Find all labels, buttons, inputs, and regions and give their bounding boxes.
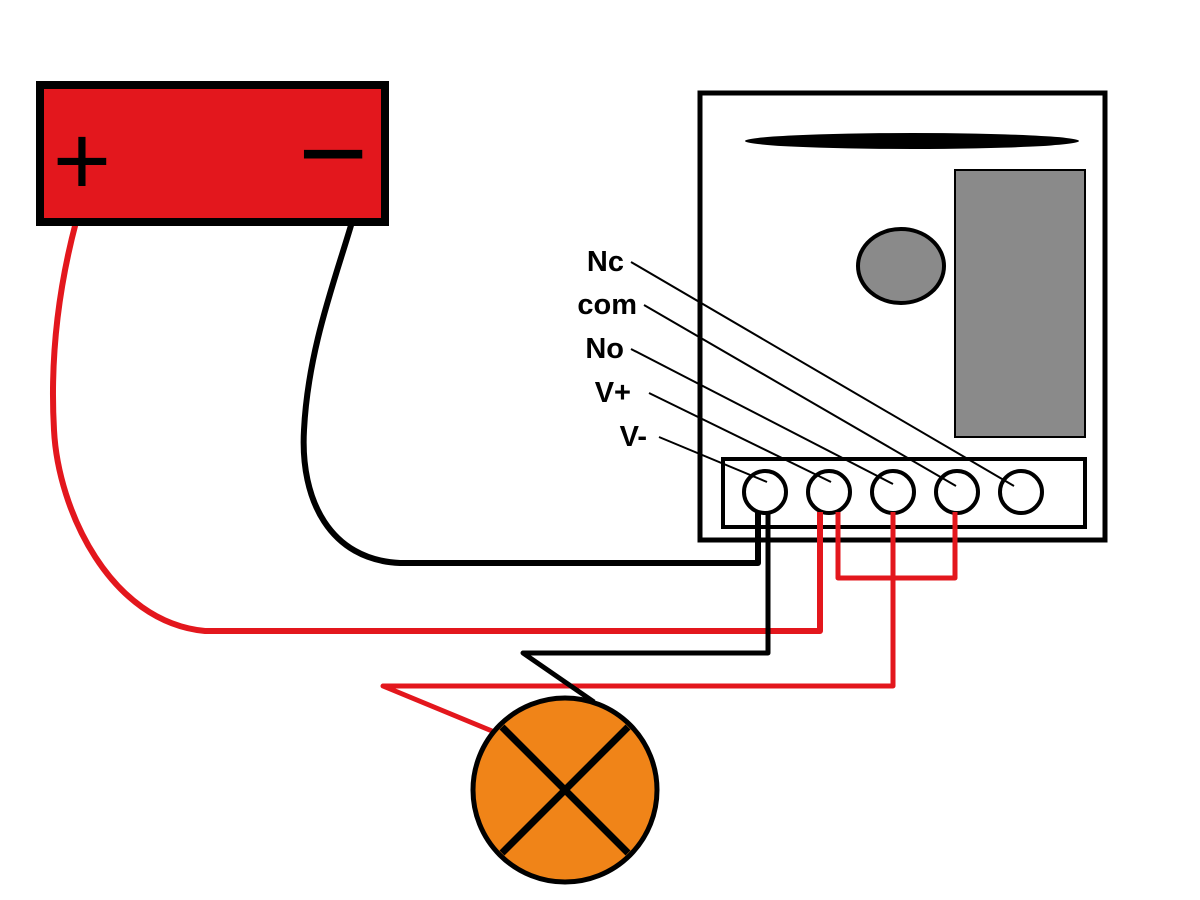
nc-leader-line [630,261,1015,487]
relay-coil-circle [856,227,946,305]
battery-negative-symbol: − [298,86,368,220]
battery-negative-wire [300,221,761,566]
relay-component-block [954,169,1086,438]
vplus-leader-line [648,392,832,483]
nc-label: Nc [587,246,624,278]
battery-positive-symbol: + [53,105,111,217]
battery-body [36,81,389,226]
lamp-cross-line-2 [499,724,631,856]
vminus-leader-line [658,436,768,483]
com-leader-line [643,304,957,487]
terminal-nc [998,469,1044,515]
com-label: com [577,289,637,321]
jumper-wire-vplus-com [835,512,958,581]
v-minus-label: V- [620,421,647,453]
terminal-v-plus [806,469,852,515]
terminal-v-minus [742,469,788,515]
relay-slot-ellipse [745,133,1079,149]
vminus-to-lamp-wire [520,512,771,705]
no-label: No [585,333,624,365]
no-to-lamp-wire [380,512,896,734]
battery-positive-wire [50,221,823,634]
no-leader-line [630,348,894,485]
v-plus-label: V+ [595,377,631,409]
